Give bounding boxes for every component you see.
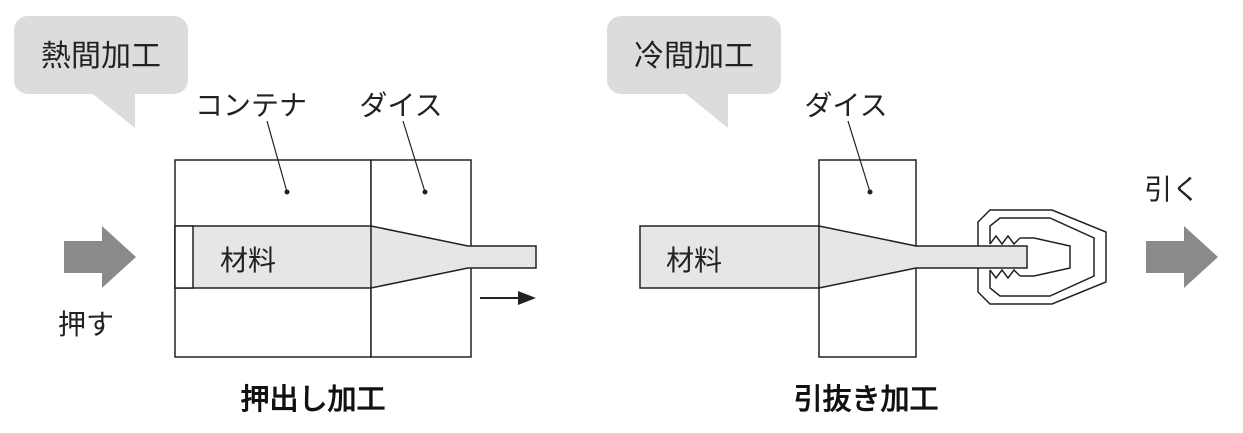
container-label: コンテナ	[195, 89, 307, 122]
cold-material-label: 材料	[666, 244, 722, 277]
pull-label: 引く	[1144, 173, 1200, 206]
cold-title: 引抜き加工	[793, 382, 938, 416]
hot-bubble: 熱間加工	[14, 16, 188, 128]
gripper	[977, 209, 1107, 305]
cold-material	[639, 225, 1028, 289]
flow-arrow-icon	[518, 291, 536, 305]
cold-die-label: ダイス	[804, 89, 887, 122]
hot-title: 押出し加工	[240, 382, 385, 416]
cold-bubble: 冷間加工	[607, 16, 781, 128]
hot-material-label: 材料	[220, 244, 276, 277]
cold-bubble-label: 冷間加工	[634, 39, 754, 74]
push-arrow-icon	[64, 226, 136, 288]
hot-material	[174, 225, 537, 289]
pull-arrow-icon	[1146, 226, 1218, 288]
hot-bubble-label: 熱間加工	[41, 39, 161, 74]
push-label: 押す	[58, 308, 114, 341]
ram	[174, 225, 194, 289]
hot-die-label: ダイス	[359, 89, 442, 122]
